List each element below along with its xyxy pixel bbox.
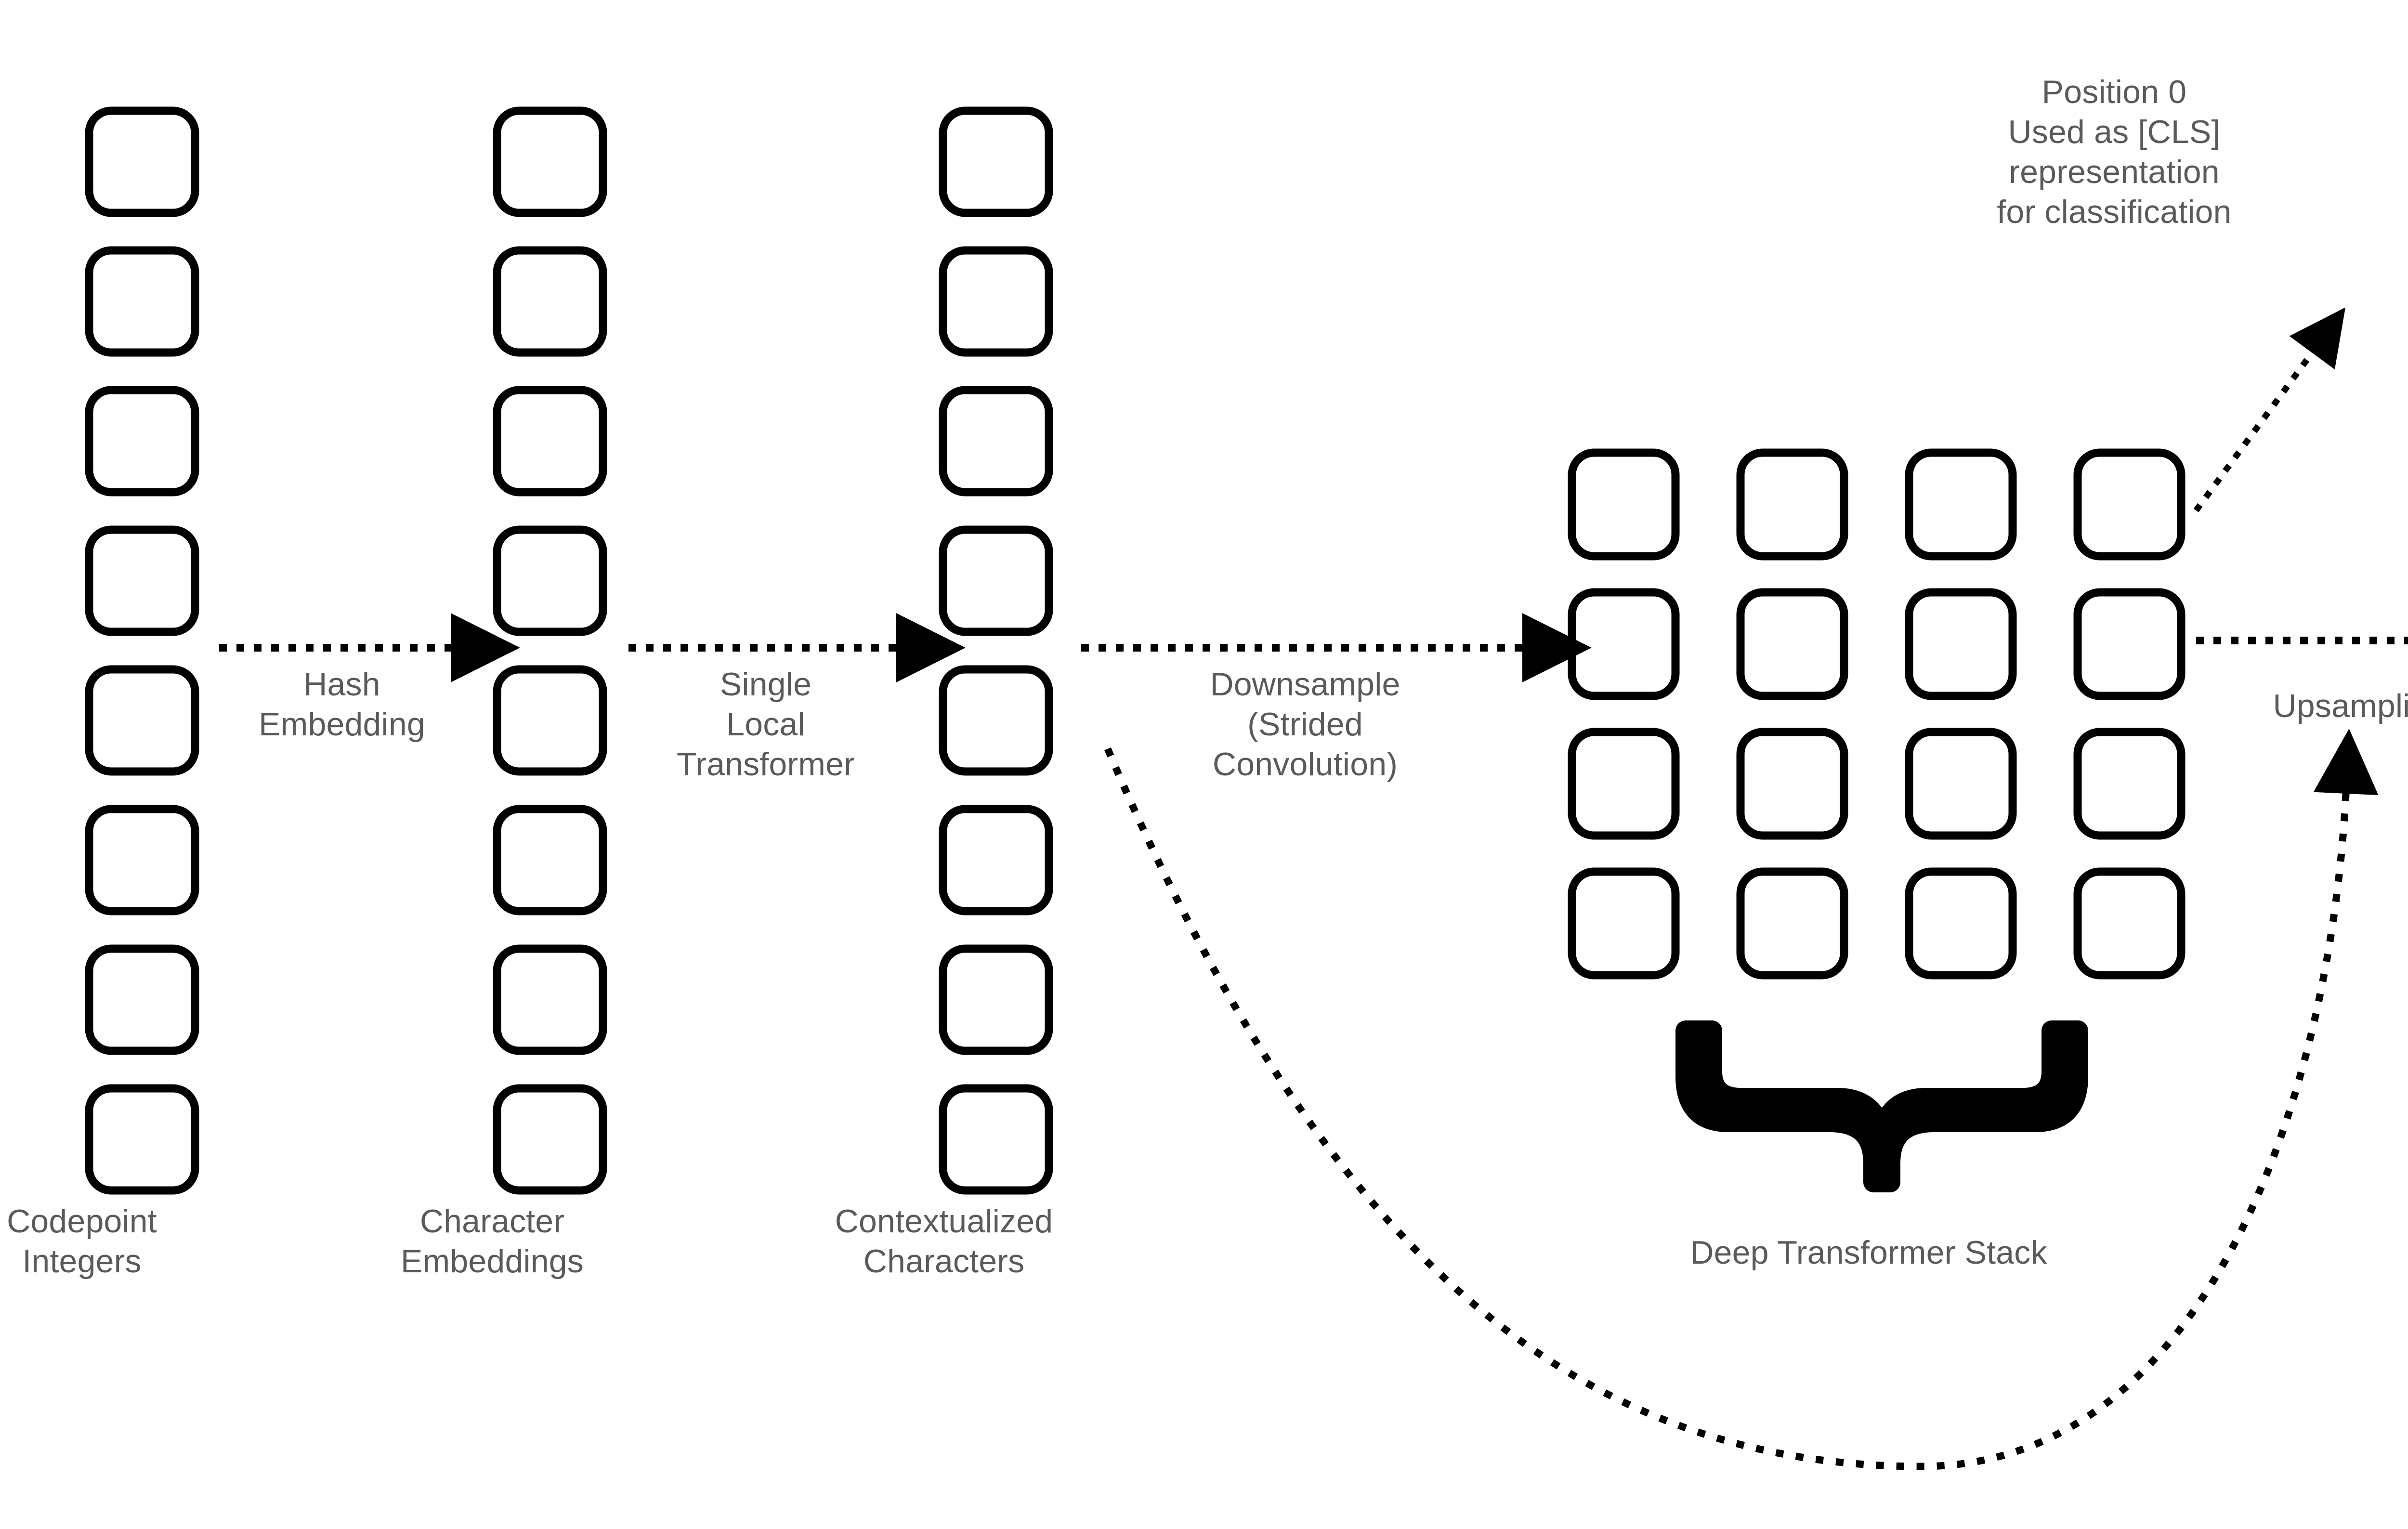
token-box[interactable] [939, 805, 1053, 915]
token-box[interactable] [939, 1084, 1053, 1195]
transformer-cell[interactable] [2073, 728, 2186, 840]
transformer-cell[interactable] [1736, 448, 1848, 561]
arrow-label-downsample-strided-convolution: Downsample (Strided Convolution) [1210, 666, 1400, 783]
token-box[interactable] [493, 1084, 607, 1195]
token-box[interactable] [939, 246, 1053, 357]
position-zero-cls-annotation: Position 0 Used as [CLS] representation … [1997, 74, 2232, 230]
token-box[interactable] [939, 665, 1053, 776]
token-box[interactable] [85, 944, 199, 1055]
arrow-label-single-local-transformer: Single Local Transformer [677, 666, 855, 783]
token-box[interactable] [493, 386, 607, 497]
token-box[interactable] [939, 106, 1053, 217]
token-box[interactable] [493, 665, 607, 776]
arrow-label-hash-embedding: Hash Embedding [259, 666, 425, 743]
token-box[interactable] [493, 944, 607, 1055]
residual-skip-connection [1104, 729, 2379, 1470]
column-label-contextualized-characters: Contextualized Characters [835, 1203, 1053, 1280]
transformer-cell[interactable] [1905, 728, 2017, 840]
transformer-cell[interactable] [2073, 867, 2186, 980]
token-box[interactable] [493, 106, 607, 217]
token-box[interactable] [493, 805, 607, 915]
token-box[interactable] [939, 386, 1053, 497]
token-box[interactable] [493, 525, 607, 636]
transformer-cell[interactable] [1568, 867, 1680, 980]
token-box-layer [85, 106, 2186, 1195]
deep-transformer-brace [1675, 1020, 2088, 1192]
transformer-cell[interactable] [1905, 448, 2017, 561]
token-box[interactable] [493, 246, 607, 357]
transformer-cell[interactable] [1568, 588, 1680, 700]
transformer-cell[interactable] [2073, 588, 2186, 700]
cls-pointer-arrow [2193, 307, 2346, 512]
transformer-cell[interactable] [1905, 588, 2017, 700]
token-box[interactable] [85, 106, 199, 217]
transformer-cell[interactable] [1568, 448, 1680, 561]
deep-transformer-stack-label: Deep Transformer Stack [1690, 1234, 2047, 1271]
token-box[interactable] [85, 386, 199, 497]
transformer-cell[interactable] [2073, 448, 2186, 561]
transformer-cell[interactable] [1736, 728, 1848, 840]
column-label-codepoint-integers: Codepoint Integers [7, 1203, 157, 1280]
token-box[interactable] [85, 525, 199, 636]
token-box[interactable] [85, 1084, 199, 1195]
token-box[interactable] [85, 246, 199, 357]
transformer-cell[interactable] [1905, 867, 2017, 980]
token-box[interactable] [939, 525, 1053, 636]
transformer-cell[interactable] [1736, 588, 1848, 700]
arrow-label-upsampling: Upsampling [2273, 688, 2408, 724]
token-box[interactable] [85, 805, 199, 915]
arrow-layer [219, 307, 2408, 1470]
column-label-character-embeddings: Character Embeddings [400, 1203, 584, 1280]
token-box[interactable] [85, 665, 199, 776]
transformer-cell[interactable] [1568, 728, 1680, 840]
token-box[interactable] [939, 944, 1053, 1055]
transformer-cell[interactable] [1736, 867, 1848, 980]
